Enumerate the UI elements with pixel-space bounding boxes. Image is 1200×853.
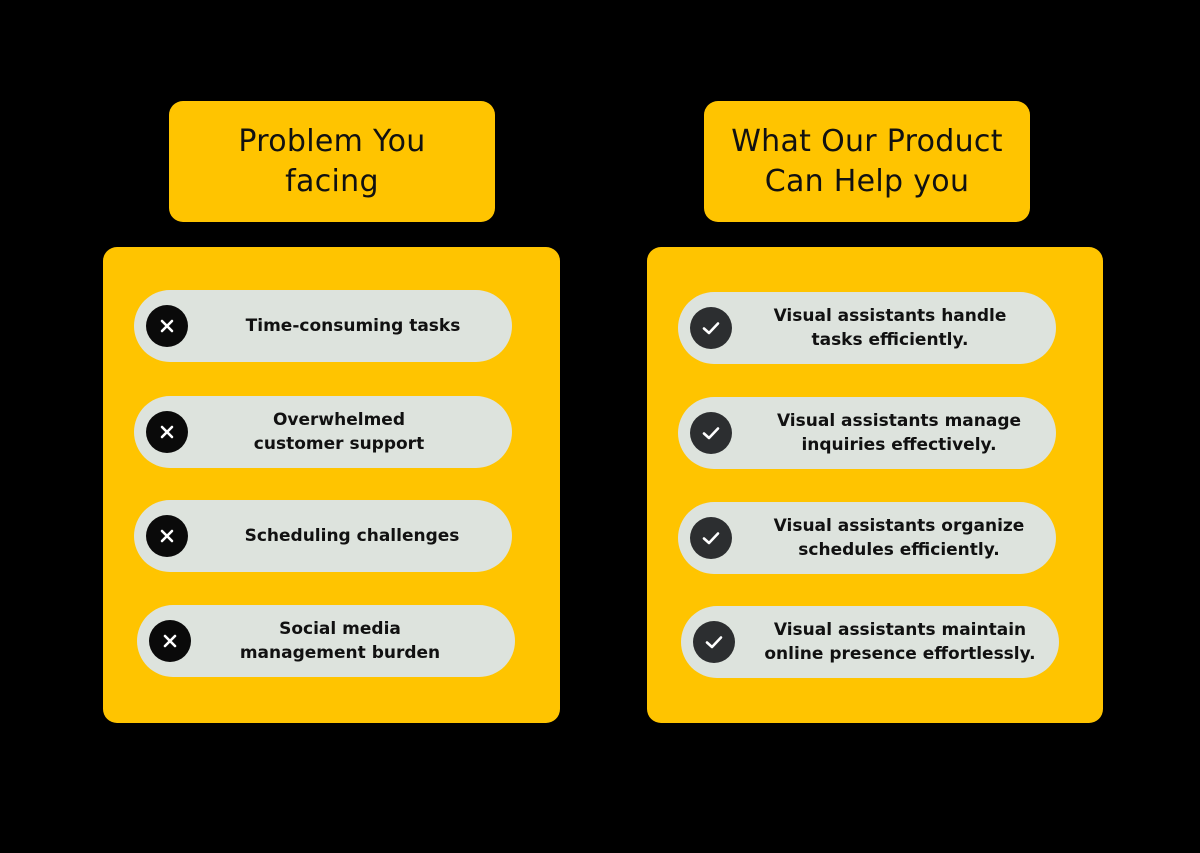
x-icon xyxy=(146,305,188,347)
problem-item: Social media management burden xyxy=(137,605,515,677)
solution-item-label: Visual assistants maintain online presen… xyxy=(764,620,1036,664)
check-icon xyxy=(690,412,732,454)
check-icon xyxy=(690,517,732,559)
solution-item: Visual assistants manage inquiries effec… xyxy=(678,397,1056,469)
x-icon xyxy=(146,411,188,453)
solutions-panel: Visual assistants handle tasks efficient… xyxy=(647,247,1103,723)
problems-panel: Time-consuming tasks Overwhelmed custome… xyxy=(103,247,560,723)
solution-item-label: Visual assistants manage inquiries effec… xyxy=(776,411,1022,455)
problem-item: Overwhelmed customer support xyxy=(134,396,512,468)
problem-item-label: Social media management burden xyxy=(239,619,441,663)
problem-item-label: Time-consuming tasks xyxy=(245,316,461,336)
solutions-header: What Our Product Can Help you xyxy=(704,101,1030,222)
solution-item: Visual assistants handle tasks efficient… xyxy=(678,292,1056,364)
solution-item: Visual assistants organize schedules eff… xyxy=(678,502,1056,574)
solutions-title: What Our Product Can Help you xyxy=(731,123,1003,199)
problem-item: Time-consuming tasks xyxy=(134,290,512,362)
problem-item: Scheduling challenges xyxy=(134,500,512,572)
check-icon xyxy=(693,621,735,663)
problems-header: Problem You facing xyxy=(169,101,495,222)
x-icon xyxy=(146,515,188,557)
problem-item-label: Overwhelmed customer support xyxy=(253,410,425,454)
solution-item: Visual assistants maintain online presen… xyxy=(681,606,1059,678)
problems-title: Problem You facing xyxy=(238,123,426,199)
check-icon xyxy=(690,307,732,349)
solution-item-label: Visual assistants organize schedules eff… xyxy=(773,516,1025,560)
solution-item-label: Visual assistants handle tasks efficient… xyxy=(773,306,1007,350)
x-icon xyxy=(149,620,191,662)
problem-item-label: Scheduling challenges xyxy=(244,526,460,546)
